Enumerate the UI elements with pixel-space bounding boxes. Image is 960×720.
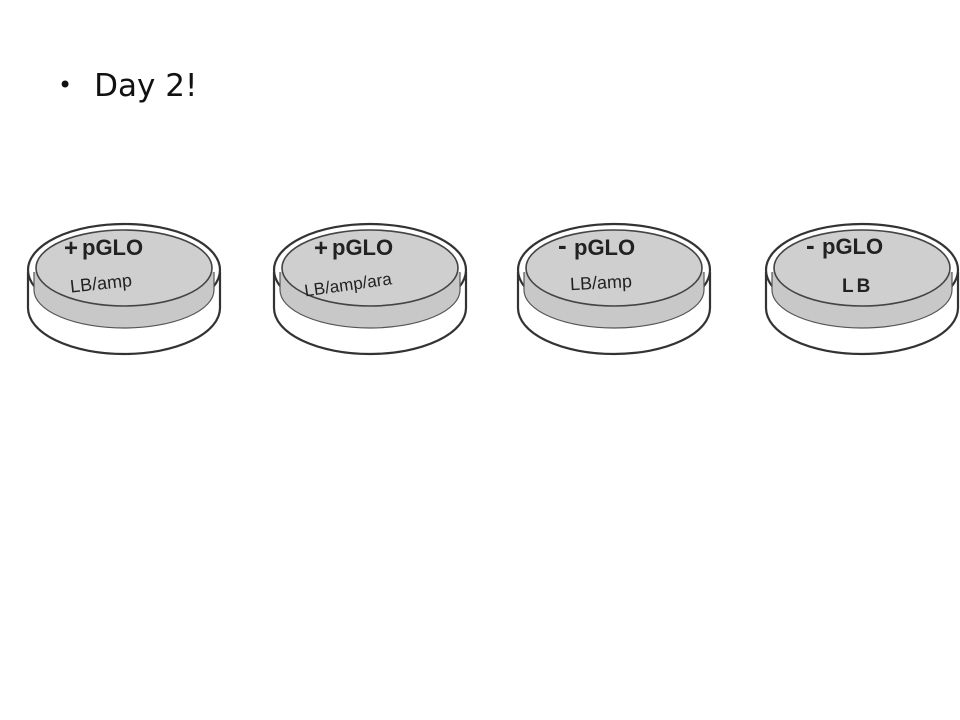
bullet-item: • Day 2! bbox=[58, 68, 197, 104]
petri-plate-3: - pGLO LB/amp bbox=[514, 208, 714, 360]
petri-dish-illustration: - pGLO LB/amp bbox=[516, 222, 712, 356]
bullet-dot: • bbox=[58, 71, 73, 99]
plate-media: LB/amp bbox=[569, 271, 632, 294]
plate-sign: - bbox=[806, 230, 815, 260]
plate-label: pGLO bbox=[82, 235, 143, 260]
petri-dish-illustration: - pGLO LB bbox=[764, 222, 960, 356]
plate-label: pGLO bbox=[574, 235, 635, 260]
plate-sign: + bbox=[64, 235, 78, 262]
plate-sign: + bbox=[314, 235, 328, 262]
petri-dish-illustration: + pGLO LB/amp bbox=[26, 222, 222, 356]
plate-label: pGLO bbox=[822, 234, 883, 259]
petri-plate-2: + pGLO LB/amp/ara bbox=[270, 208, 470, 360]
petri-dish-illustration: + pGLO LB/amp/ara bbox=[272, 222, 468, 356]
plate-sign: - bbox=[558, 230, 567, 260]
plate-label: pGLO bbox=[332, 235, 393, 260]
petri-plate-4: - pGLO LB bbox=[762, 208, 960, 360]
plate-media: LB bbox=[842, 276, 873, 297]
petri-plate-1: + pGLO LB/amp bbox=[24, 208, 224, 360]
bullet-text: Day 2! bbox=[94, 68, 198, 104]
